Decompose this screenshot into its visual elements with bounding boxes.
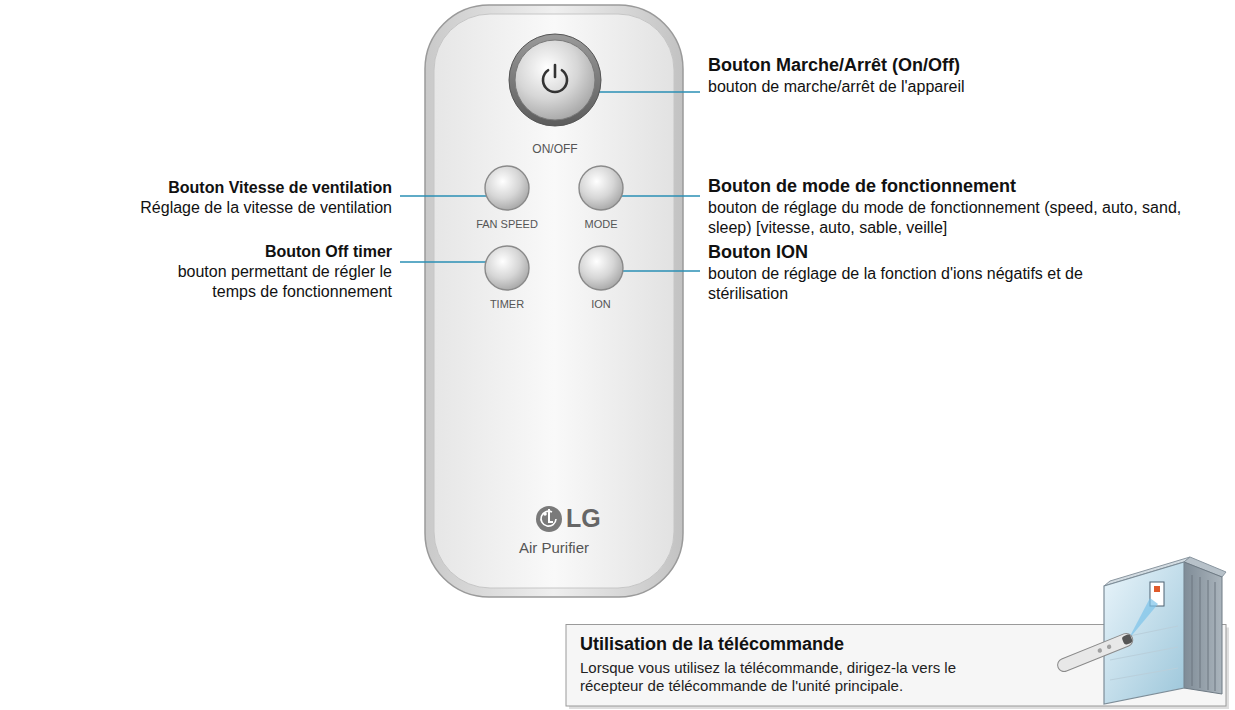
callout-title: Bouton de mode de fonctionnement bbox=[708, 176, 1016, 198]
button-shape bbox=[551, 164, 651, 212]
button-shape bbox=[551, 244, 651, 292]
callout-title: Bouton Vitesse de ventilation bbox=[168, 178, 392, 198]
button-face bbox=[579, 166, 623, 210]
ion-button: ION bbox=[551, 244, 651, 310]
note-body: Lorsque vous utilisez la télécommande, d… bbox=[580, 659, 965, 697]
model-text: Air Purifier bbox=[425, 539, 683, 556]
remote-outline bbox=[425, 5, 683, 597]
lg-logo bbox=[536, 506, 562, 532]
note-heading: Utilisation de la télécommande bbox=[580, 634, 1212, 655]
callout-title: Bouton ION bbox=[708, 242, 808, 264]
power-button: ON/OFF bbox=[505, 32, 605, 156]
button-shape bbox=[505, 32, 605, 128]
callout-description: bouton de marche/arrêt de l'appareil bbox=[708, 77, 1228, 97]
button-face bbox=[515, 40, 595, 120]
button-shape bbox=[457, 164, 557, 212]
usage-note-box: Utilisation de la télécommandeLorsque vo… bbox=[566, 625, 1226, 707]
button-label: ON/OFF bbox=[505, 142, 605, 156]
remote-body: LG Air Purifier ON/OFF FAN SPEEDMODE TIMERIO… bbox=[425, 5, 683, 597]
button-label: MODE bbox=[551, 218, 651, 230]
button-label: FAN SPEED bbox=[457, 218, 557, 230]
callout-description: Réglage de la vitesse de ventilation bbox=[0, 198, 392, 218]
button-face bbox=[485, 166, 529, 210]
brand-logo-text: LG bbox=[566, 505, 601, 533]
callout-description: bouton de réglage de la fonction d'ions … bbox=[708, 264, 1130, 303]
fan-speed-button: FAN SPEED bbox=[457, 164, 557, 230]
button-face bbox=[579, 246, 623, 290]
callout-description: bouton de réglage du mode de fonctionnem… bbox=[708, 198, 1228, 237]
button-shape bbox=[457, 244, 557, 292]
leader-line bbox=[610, 195, 700, 196]
button-label: ION bbox=[551, 298, 651, 310]
callout-description: bouton permettant de régler le temps de … bbox=[130, 262, 392, 301]
button-label: TIMER bbox=[457, 298, 557, 310]
leader-line bbox=[400, 195, 500, 196]
button-face bbox=[485, 246, 529, 290]
purifier-illustration bbox=[1056, 557, 1226, 704]
power-icon bbox=[543, 65, 567, 92]
mode-button: MODE bbox=[551, 164, 651, 230]
timer-button: TIMER bbox=[457, 244, 557, 310]
button-rim bbox=[509, 34, 601, 126]
callout-title: Bouton Off timer bbox=[265, 242, 392, 262]
callout-title: Bouton Marche/Arrêt (On/Off) bbox=[708, 55, 960, 77]
